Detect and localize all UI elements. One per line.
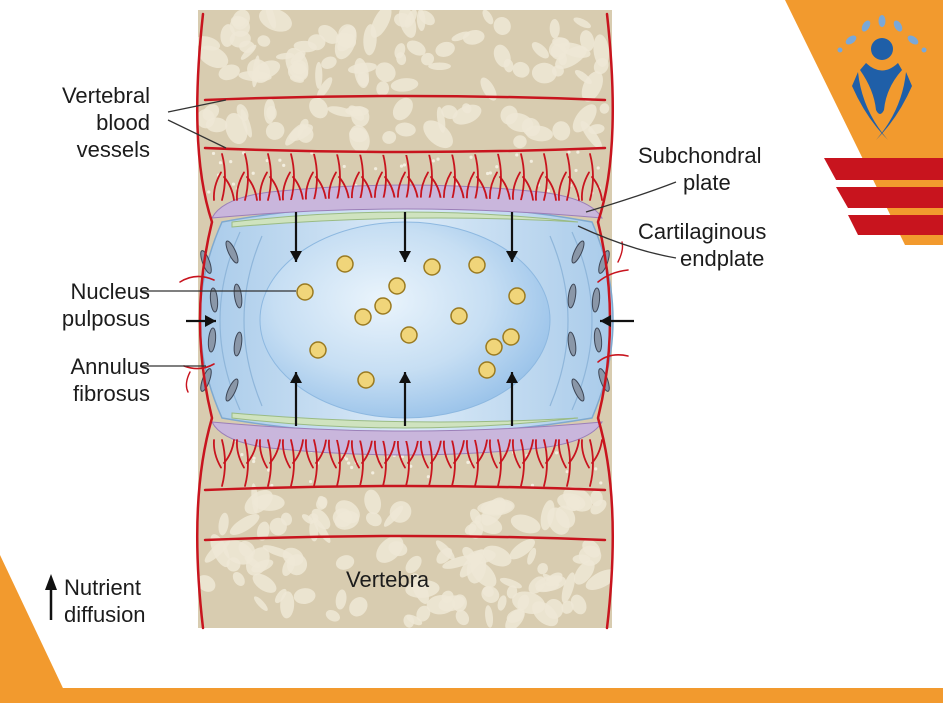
orange-bottom-bar [0,688,943,703]
label-subchondral-plate: Subchondral plate [638,143,762,195]
red-stripes [824,158,943,235]
legend-arrow-icon [45,574,57,620]
label-annulus-fibrosus: Annulus fibrosus [70,354,150,406]
label-nucleus-pulposus: Nucleus pulposus [61,279,150,331]
cancellous-bone-texture [198,10,612,628]
label-vertebral-blood-vessels: Vertebral blood vessels [61,83,150,162]
orange-corner-bottom-left [0,555,70,703]
orange-corner-top-right [785,0,943,245]
label-cartilaginous-endplate: Cartilaginous endplate [638,219,767,271]
label-nutrient-diffusion: Nutrient diffusion [64,575,146,627]
brand-logo [837,15,927,140]
label-vertebra: Vertebra [346,567,430,592]
cartilaginous-endplate-top [231,211,579,228]
leader-lines [140,99,677,367]
nutrient-diffusion-arrows [186,212,634,426]
annulus-lamellae [200,240,610,402]
nucleus-cells [296,255,526,389]
vertebral-column [179,10,634,630]
cartilaginous-endplate-bottom [231,412,579,429]
